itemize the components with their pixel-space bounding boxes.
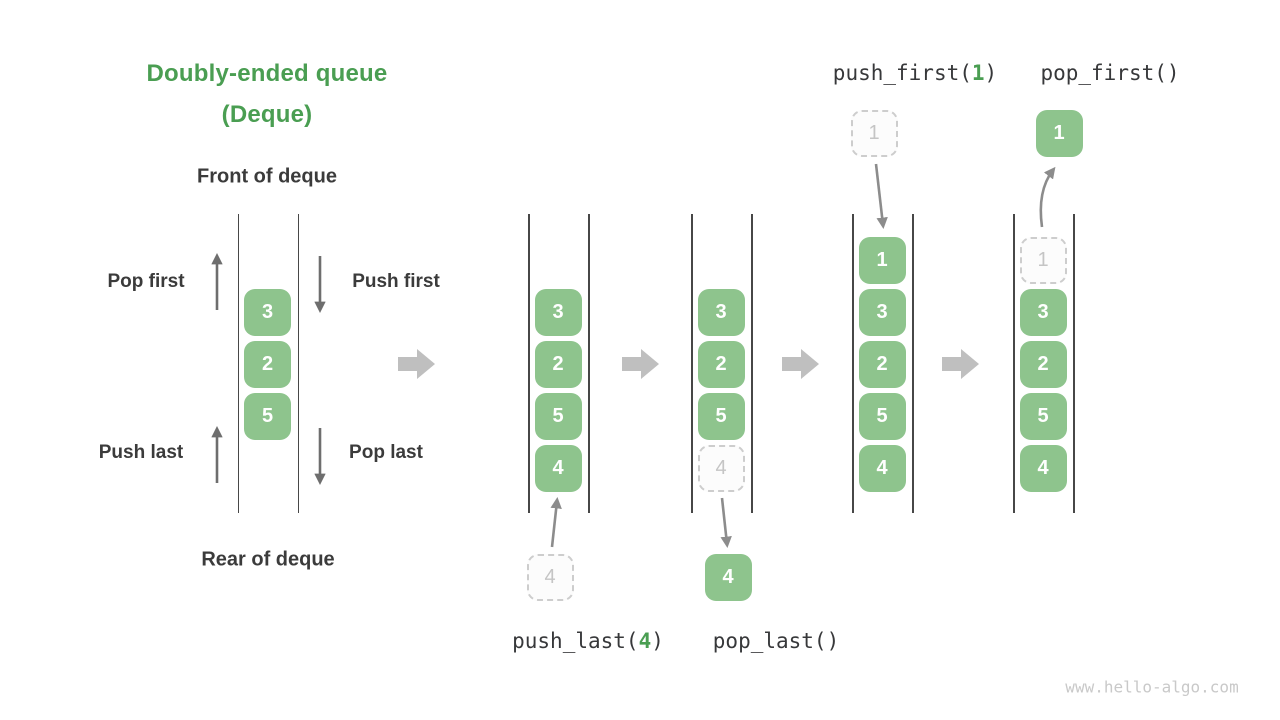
transition-arrow-icon (622, 349, 659, 379)
cell-value: 3 (552, 301, 564, 323)
cell-value: 1 (868, 121, 880, 144)
diagram-title-line2: (Deque) (221, 101, 313, 128)
op-call-pop-last: pop_last() (713, 629, 839, 653)
deque-cell: 3 (534, 289, 582, 336)
deque-cell: 5 (697, 393, 745, 440)
cell-value: 3 (715, 301, 727, 323)
op-call-text: push_first( (832, 61, 972, 85)
queue-right-wall (912, 214, 914, 513)
cell-value: 3 (876, 301, 888, 323)
op-call-push-first: push_first(1) (833, 61, 997, 85)
deque-cell: 2 (244, 341, 291, 388)
deque-ghost-slot: 4 (697, 445, 745, 492)
queue-right-wall (588, 214, 590, 513)
pop-first-connector-arrow-icon (1039, 166, 1056, 228)
deque-cell: 2 (697, 341, 745, 388)
moved-value-box: 4 (704, 553, 752, 601)
queue-right-wall (1073, 214, 1075, 513)
diagram-title-line1: Doubly-ended queue (146, 60, 388, 87)
cell-value: 4 (1037, 457, 1049, 479)
cell-value: 1 (876, 249, 888, 271)
pop-last-connector-arrow-icon (720, 497, 732, 548)
queue-right-wall (751, 214, 753, 513)
op-call-text: pop_last() (712, 629, 840, 653)
cell-value: 1 (1053, 121, 1065, 144)
deque-cell: 5 (1019, 393, 1067, 440)
deque-cell: 3 (1019, 289, 1067, 336)
cell-value: 2 (1037, 353, 1049, 375)
deque-cell: 5 (534, 393, 582, 440)
deque-cell: 2 (858, 341, 906, 388)
transition-arrow-icon (782, 349, 819, 379)
queue-left-wall (528, 214, 530, 513)
cell-value: 2 (715, 353, 727, 375)
op-call-pop-first: pop_first() (1040, 61, 1179, 85)
queue-left-wall (691, 214, 693, 513)
deque-cell: 4 (1019, 445, 1067, 492)
cell-value: 4 (876, 457, 888, 479)
deque-cell: 2 (534, 341, 582, 388)
deque-cell: 5 (244, 393, 291, 440)
op-call-text: ) (984, 61, 998, 85)
deque-cell: 3 (697, 289, 745, 336)
cell-value: 2 (876, 353, 888, 375)
cell-value: 5 (1037, 405, 1049, 427)
front-of-deque-label: Front of deque (197, 165, 337, 188)
op-call-text: ) (651, 629, 664, 653)
rear-of-deque-label: Rear of deque (201, 548, 335, 571)
deque-cell: 4 (534, 445, 582, 492)
push-first-label: Push first (352, 271, 440, 292)
cell-value: 5 (715, 405, 727, 427)
queue-left-wall (852, 214, 854, 513)
cell-value: 2 (261, 353, 274, 375)
cell-value: 4 (722, 565, 734, 588)
queue-left-wall (237, 214, 239, 513)
watermark: www.hello-algo.com (1065, 677, 1239, 697)
cell-value: 1 (1037, 249, 1049, 271)
deque-ghost-slot: 1 (1019, 237, 1067, 284)
op-call-text: push_last( (512, 629, 639, 653)
pop-last-label: Pop last (349, 442, 423, 463)
cell-value: 5 (876, 405, 888, 427)
push-last-label: Push last (98, 442, 184, 463)
op-call-push-last: push_last(4) (512, 629, 664, 653)
deque-cell: 2 (1019, 341, 1067, 388)
cell-value: 3 (261, 301, 274, 323)
deque-cell: 5 (858, 393, 906, 440)
cell-value: 4 (544, 565, 556, 588)
pending-value-box: 1 (850, 109, 898, 157)
transition-arrow-icon (942, 349, 979, 379)
cell-value: 5 (261, 405, 274, 427)
deque-cell: 3 (244, 289, 291, 336)
op-call-arg: 1 (971, 61, 985, 85)
transition-arrow-icon (398, 349, 435, 379)
cell-value: 2 (552, 353, 564, 375)
queue-right-wall (297, 214, 299, 513)
deque-cell: 4 (858, 445, 906, 492)
cell-value: 3 (1037, 301, 1049, 323)
pending-value-box: 4 (526, 553, 574, 601)
op-call-text: pop_first() (1040, 61, 1180, 85)
deque-cell: 3 (858, 289, 906, 336)
pop-first-label: Pop first (107, 271, 185, 292)
op-call-arg: 4 (638, 629, 652, 653)
push-first-connector-arrow-icon (874, 163, 888, 229)
queue-left-wall (1013, 214, 1015, 513)
deque-cell: 1 (858, 237, 906, 284)
cell-value: 4 (552, 457, 564, 479)
push-last-connector-arrow-icon (550, 497, 562, 548)
cell-value: 4 (715, 457, 727, 479)
cell-value: 5 (552, 405, 564, 427)
moved-value-box: 1 (1035, 109, 1083, 157)
